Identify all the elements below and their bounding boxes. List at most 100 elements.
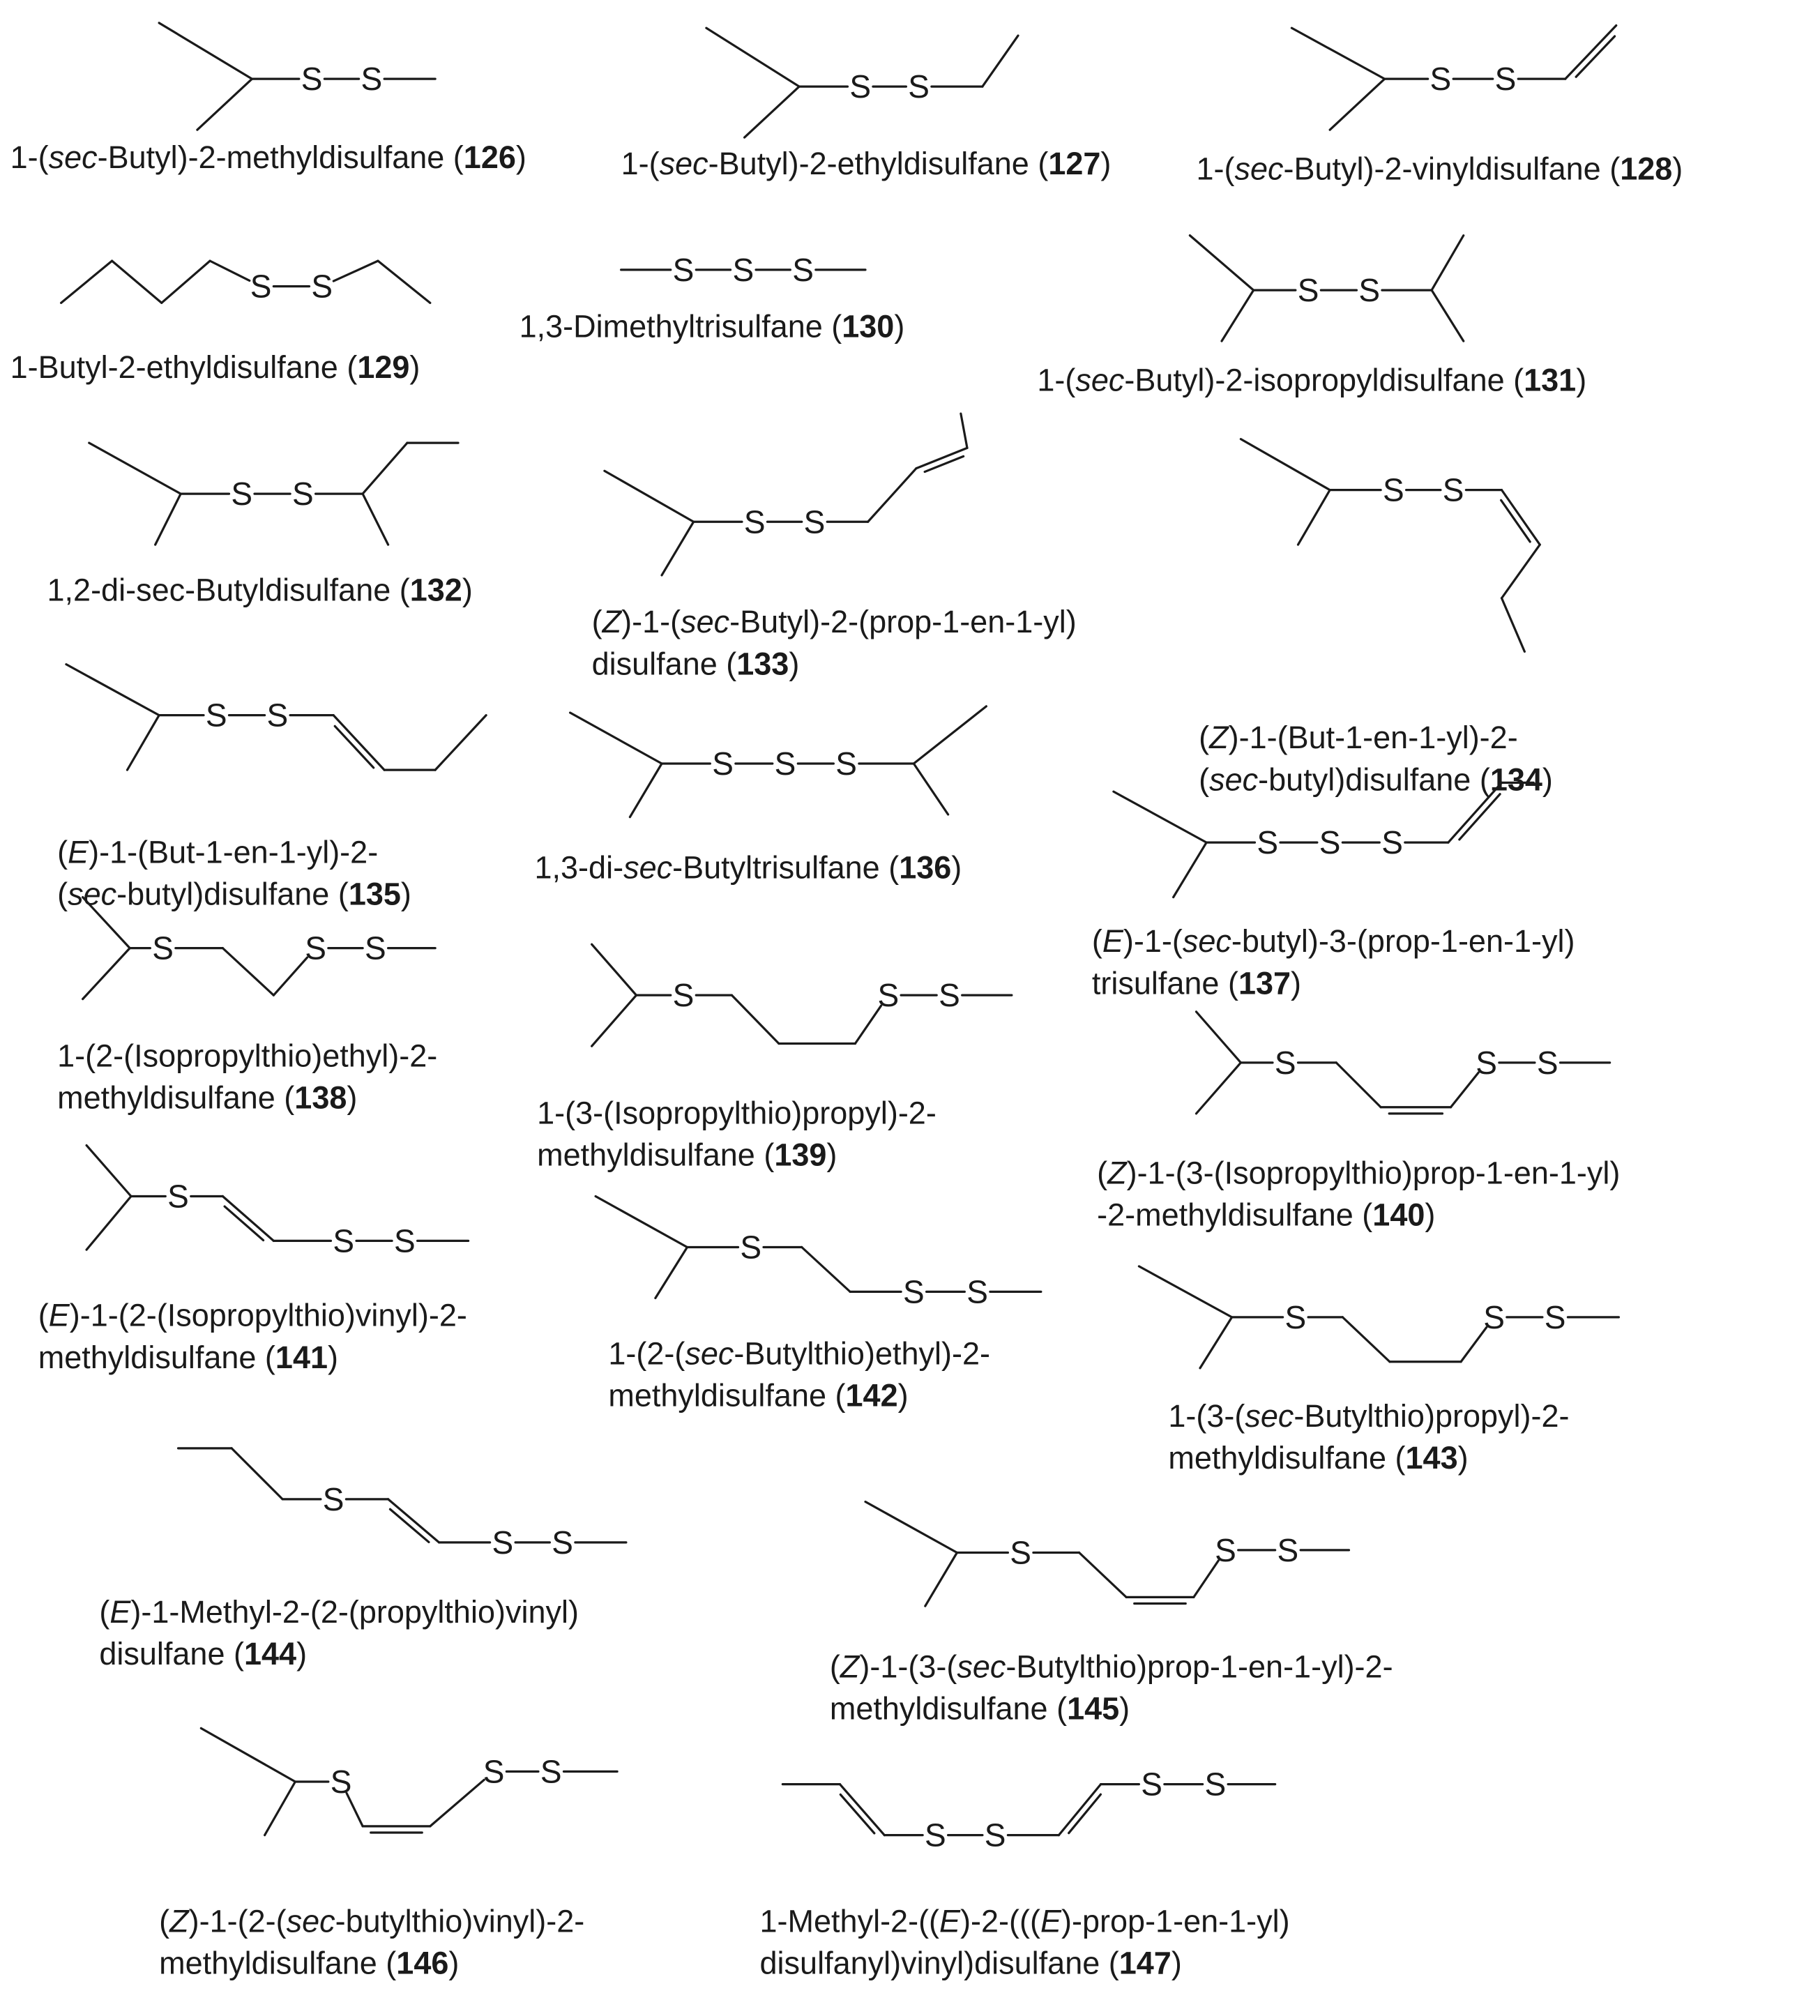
single-bond xyxy=(1239,438,1331,492)
sulfur-atom: S xyxy=(394,1222,416,1259)
name-text: 1-( xyxy=(10,139,49,175)
compound-number: 140 xyxy=(1372,1197,1425,1232)
single-bond xyxy=(568,711,663,765)
name-text: )-1-(2-( xyxy=(189,1903,287,1939)
compound-name-line: methyldisulfane (145) xyxy=(830,1691,1130,1727)
single-bond xyxy=(1199,1316,1234,1370)
name-text: ( xyxy=(830,1649,840,1684)
compound-name-line: -2-methyldisulfane (140) xyxy=(1097,1197,1435,1232)
name-text: ( xyxy=(38,1298,49,1333)
compound-number: 136 xyxy=(899,849,951,885)
sulfur-atom: S xyxy=(311,268,333,305)
name-text: 1-Methyl-2-(( xyxy=(760,1903,940,1939)
name-text: )-1-(3-(Isopropylthio)prop-1-en-1-yl) xyxy=(1127,1155,1621,1190)
compound-number: 147 xyxy=(1119,1946,1171,1981)
single-bond xyxy=(591,994,638,1047)
italic-term: sec xyxy=(660,146,708,181)
name-text: ) xyxy=(1119,1691,1130,1727)
compound-number: 144 xyxy=(244,1636,296,1672)
single-bond xyxy=(730,994,780,1045)
name-text: 1,3-di- xyxy=(535,849,624,885)
single-bond xyxy=(1447,781,1503,844)
name-text: methyldisulfane ( xyxy=(57,1080,294,1116)
name-text: )-2-((( xyxy=(960,1903,1040,1939)
name-text: ) xyxy=(401,877,411,912)
name-text: ) xyxy=(347,1080,357,1116)
italic-term: E xyxy=(939,1903,961,1939)
italic-term: sec xyxy=(287,1903,335,1939)
single-bond xyxy=(332,714,386,771)
single-bond xyxy=(272,956,309,996)
name-text: -Butylthio)prop-1-en-1-yl)-2- xyxy=(1006,1649,1393,1684)
single-bond xyxy=(603,469,695,523)
sulfur-atom: S xyxy=(1010,1535,1031,1571)
name-text: ) xyxy=(296,1636,307,1672)
compound-number: 134 xyxy=(1490,761,1542,797)
single-bond xyxy=(126,714,160,771)
italic-term: E xyxy=(49,1298,70,1333)
compound-name-line: 1-(3-(sec-Butylthio)propyl)-2- xyxy=(1168,1398,1569,1434)
sulfur-atom: S xyxy=(152,930,174,967)
double-bond-line xyxy=(223,1205,265,1242)
name-text: trisulfane ( xyxy=(1092,965,1238,1001)
sulfur-atom: S xyxy=(1381,824,1403,861)
sulfur-atom: S xyxy=(1277,1532,1299,1568)
sulfur-atom: S xyxy=(744,503,766,540)
name-text: )-1-(3-( xyxy=(859,1649,957,1684)
single-bond xyxy=(264,1780,296,1837)
single-bond xyxy=(196,77,253,131)
sulfur-atom: S xyxy=(1443,472,1464,508)
name-text: ) xyxy=(894,309,904,344)
name-text: methyldisulfane ( xyxy=(830,1691,1067,1727)
single-bond xyxy=(1112,790,1208,844)
name-text: ( xyxy=(57,877,68,912)
single-bond xyxy=(1137,1265,1234,1319)
name-text: ( xyxy=(1097,1155,1107,1190)
single-bond xyxy=(82,947,131,1001)
compound-name-line: 1,3-Dimethyltrisulfane (130) xyxy=(520,309,905,344)
sulfur-atom: S xyxy=(540,1753,562,1789)
single-bond xyxy=(158,22,253,80)
italic-term: Z xyxy=(602,604,623,639)
sulfur-atom: S xyxy=(908,68,930,105)
sulfur-atom: S xyxy=(966,1273,988,1310)
sulfur-atom: S xyxy=(305,930,326,967)
sulfur-atom: S xyxy=(673,977,695,1013)
italic-term: sec xyxy=(957,1649,1006,1684)
name-text: 1-(2-( xyxy=(608,1335,685,1371)
single-bond xyxy=(111,259,163,304)
single-bond xyxy=(1296,489,1331,546)
single-bond xyxy=(660,520,695,577)
italic-term: sec xyxy=(1245,1398,1294,1434)
sulfur-atom: S xyxy=(1215,1532,1236,1568)
single-bond xyxy=(960,412,969,450)
name-text: ( xyxy=(99,1594,109,1630)
sulfur-atom: S xyxy=(1476,1045,1497,1081)
single-bond xyxy=(854,1004,883,1045)
compound-name-line: (sec-butyl)disulfane (135) xyxy=(57,877,411,912)
single-bond xyxy=(160,259,211,304)
single-bond xyxy=(332,259,379,282)
name-text: -butyl)-3-(prop-1-en-1-yl) xyxy=(1231,923,1575,959)
name-text: ) xyxy=(1576,362,1586,397)
compound-number: 141 xyxy=(275,1340,328,1375)
compound-name-line: methyldisulfane (143) xyxy=(1168,1440,1468,1476)
compound-number: 137 xyxy=(1238,965,1291,1001)
compound-name-line: methyldisulfane (146) xyxy=(159,1946,459,1981)
single-bond xyxy=(1172,841,1208,899)
italic-term: E xyxy=(68,834,89,870)
sulfur-atom: S xyxy=(939,977,960,1013)
name-text: ) xyxy=(1425,1197,1435,1232)
single-bond xyxy=(1500,543,1541,600)
compound-name-line: (Z)-1-(But-1-en-1-yl)-2- xyxy=(1199,720,1518,755)
italic-term: Z xyxy=(169,1903,190,1939)
compound-name-line: 1-(sec-Butyl)-2-isopropyldisulfane (131) xyxy=(1037,362,1586,397)
compound-number: 131 xyxy=(1524,362,1576,397)
sulfur-atom: S xyxy=(1537,1045,1559,1081)
compound-number: 132 xyxy=(410,572,462,607)
name-text: )-1-(But-1-en-1-yl)-2- xyxy=(89,834,378,870)
